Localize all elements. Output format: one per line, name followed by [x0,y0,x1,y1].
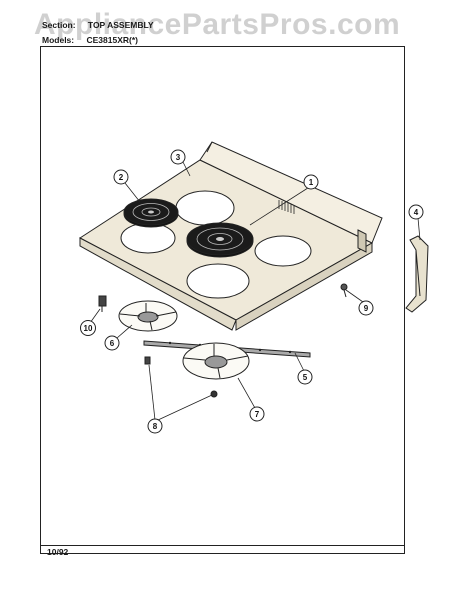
section-header: Section: TOP ASSEMBLY [42,20,154,30]
revision-date: 10/92 [47,547,69,557]
diagram-frame [40,46,405,554]
watermark: AppliancePartsPros.com [34,8,401,41]
section-label: Section: [42,20,76,30]
callout-2: 2 [113,169,129,185]
callout-4: 4 [408,204,424,220]
callout-10: 10 [80,320,96,336]
svg-text:2: 2 [119,173,124,182]
svg-text:3: 3 [176,153,181,162]
models-label: Models: [42,35,75,45]
clip-part [98,295,107,312]
leader-lines [89,161,421,421]
callout-7: 7 [249,406,265,422]
vent-slots [278,200,295,214]
callout-9: 9 [358,300,374,316]
footer-bar [40,545,405,563]
reflector-bowl-large [182,342,250,380]
models-value: CE3815XR(*) [86,35,139,45]
callout-3: 3 [170,149,186,165]
callout-5: 5 [297,369,313,385]
surface-element-large [186,222,254,258]
surface-element-small [123,198,179,228]
callout-6: 6 [104,335,120,351]
svg-text:7: 7 [255,410,260,419]
burner-openings [120,190,312,299]
reflector-bowl-small [118,300,178,332]
svg-text:6: 6 [110,339,115,348]
svg-text:4: 4 [414,208,419,217]
svg-text:5: 5 [303,373,308,382]
mounting-screws [144,356,218,398]
svg-text:9: 9 [364,304,369,313]
callout-1: 1 [303,174,319,190]
section-value: TOP ASSEMBLY [87,20,154,30]
svg-text:8: 8 [153,422,158,431]
svg-text:1: 1 [309,178,314,187]
callout-8: 8 [147,418,163,434]
svg-text:10: 10 [84,324,93,333]
callouts: 1 2 3 4 5 6 7 8 [80,149,424,434]
models-header: Models: CE3815XR(*) [42,35,138,45]
side-trim-part [405,235,429,313]
screw-part [340,283,348,298]
